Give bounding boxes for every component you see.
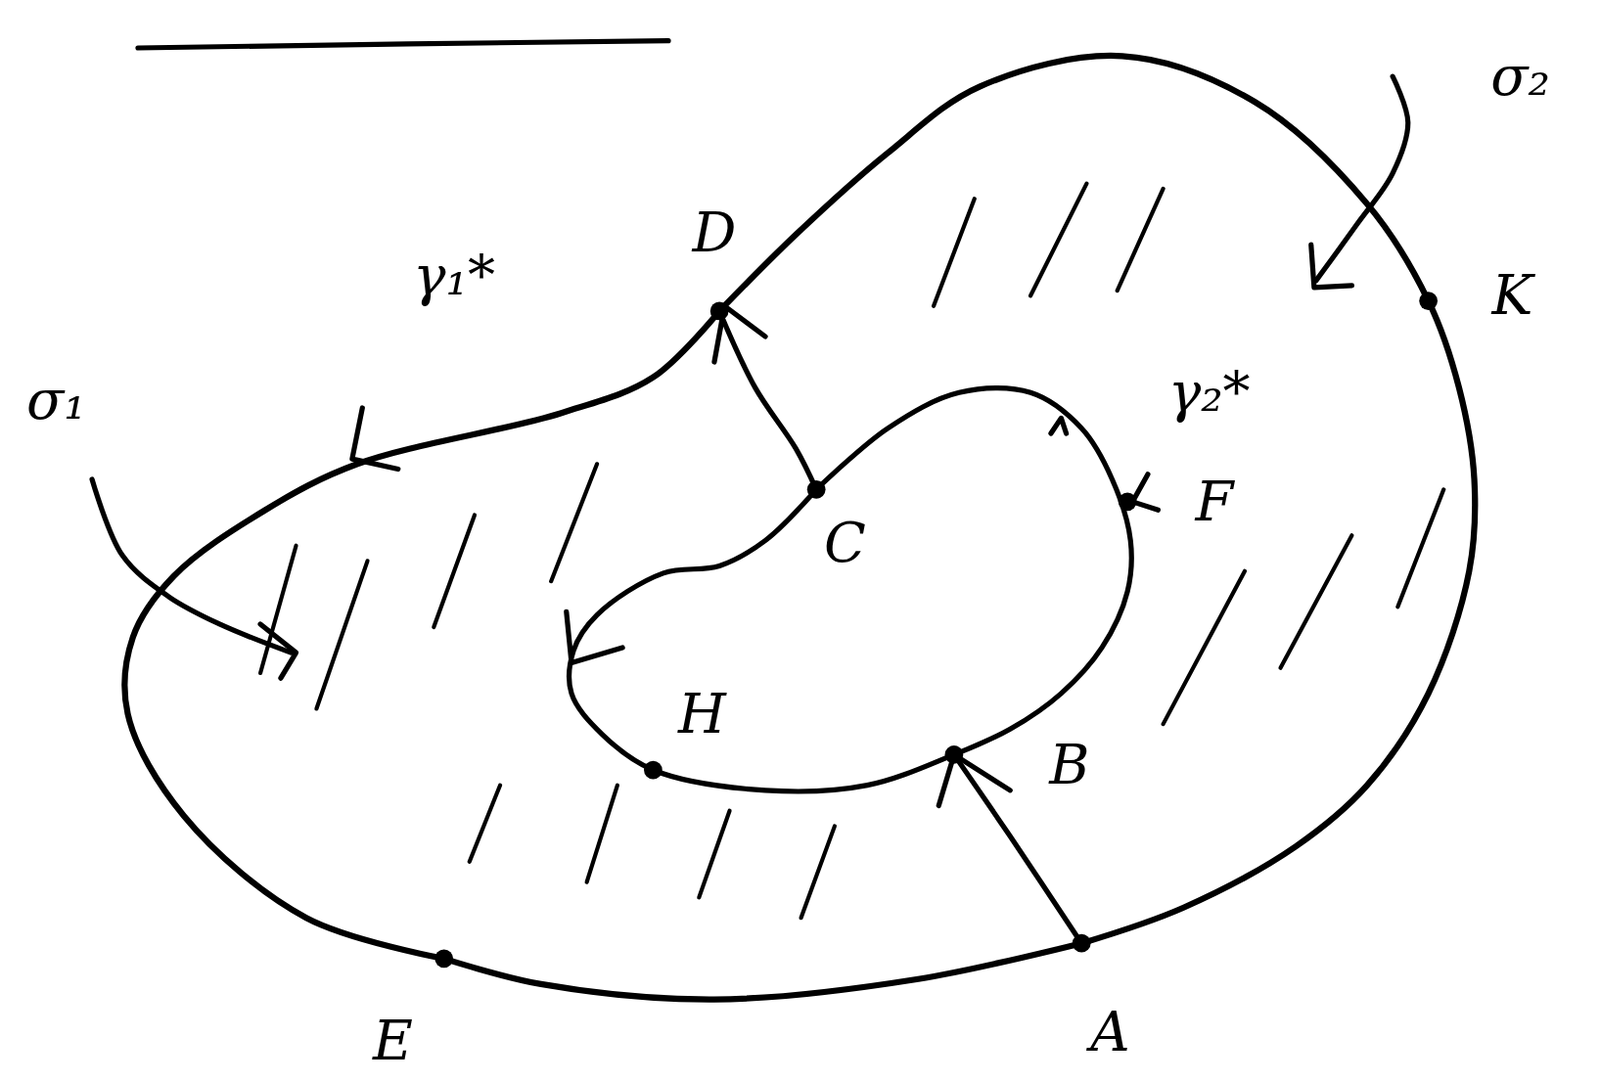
point-dot (1072, 934, 1092, 954)
point-dot (1118, 492, 1138, 511)
point-dot (710, 302, 730, 321)
point-dot (945, 745, 964, 765)
point-dot (643, 761, 663, 780)
inner-contour (569, 388, 1133, 792)
point-label: σ₂ (1484, 46, 1556, 106)
point-label: E (366, 1011, 419, 1071)
hatch-line (933, 198, 975, 306)
cut-line-dc (719, 311, 817, 490)
hatch-line (1163, 571, 1245, 725)
outer-contour (719, 55, 1475, 944)
point-label: H (672, 685, 732, 744)
point-label: K (1485, 266, 1539, 325)
point-label: A (1084, 1003, 1136, 1062)
point-label: γ₁* (407, 246, 502, 306)
point-dot (1418, 291, 1438, 311)
hatch-line (1030, 183, 1087, 297)
hatch-line (1280, 535, 1352, 669)
hatch-line (469, 785, 501, 863)
hatch-line (587, 785, 618, 883)
header-line (137, 41, 669, 48)
hatch-line (1397, 489, 1444, 607)
hatch-line (550, 463, 597, 582)
arrowhead (352, 408, 399, 470)
bottom-contour (444, 943, 1083, 1000)
point-label: B (1043, 735, 1096, 795)
left-contour (124, 311, 720, 960)
sigma2-curve (1316, 76, 1409, 280)
arrowhead (1051, 417, 1067, 434)
point-label: σ₁ (20, 370, 92, 430)
arrowhead (566, 611, 623, 663)
arrowhead (1132, 474, 1158, 510)
point-label: F (1188, 472, 1239, 532)
point-dot (807, 480, 826, 500)
point-label: γ₂* (1162, 363, 1257, 422)
hatch-line (260, 546, 296, 674)
arrowhead (1311, 244, 1353, 288)
point-label: C (818, 513, 872, 573)
hatch-line (698, 811, 730, 899)
hatch-line (433, 514, 475, 628)
point-label: D (685, 203, 742, 263)
hatch-line (1117, 188, 1164, 291)
point-dot (434, 949, 454, 968)
hatch-line (801, 825, 835, 918)
hatch-line (316, 560, 367, 709)
